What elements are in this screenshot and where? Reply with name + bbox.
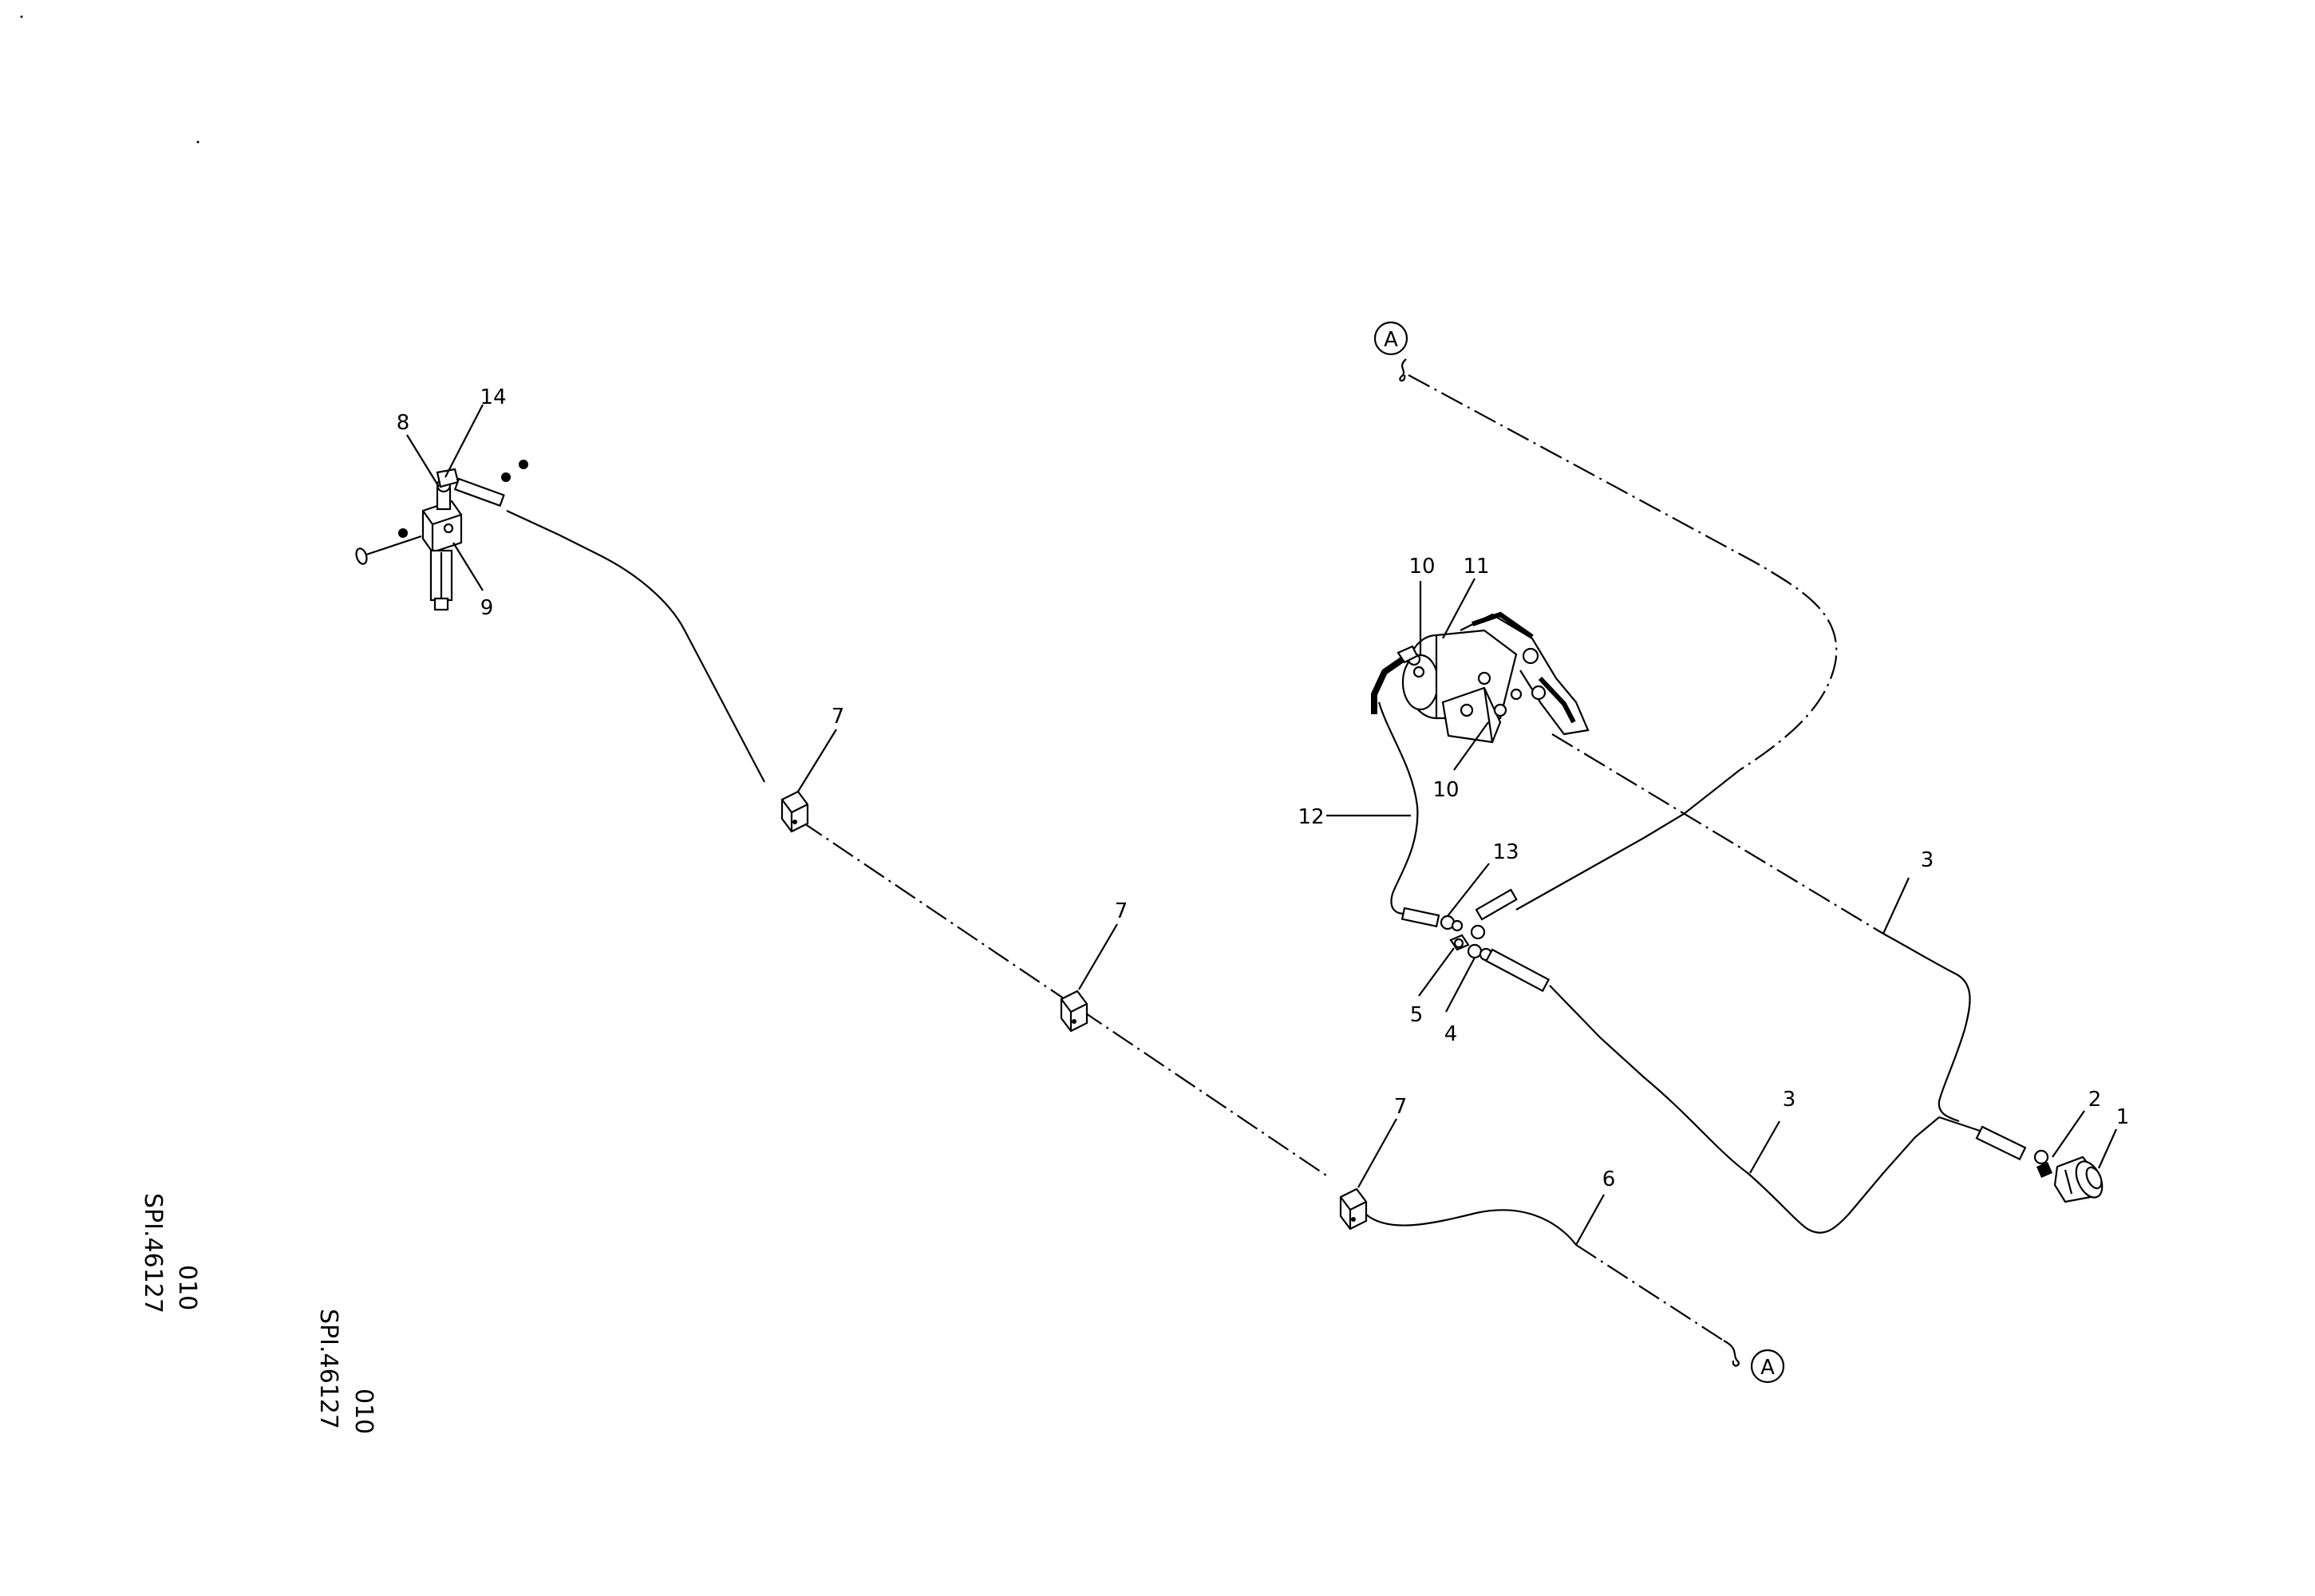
pump-knob: [1531, 685, 1547, 701]
hose-6-segment: [1575, 1244, 1724, 1341]
callout-2: 2: [2088, 1088, 2102, 1112]
bolt-head: [355, 547, 368, 565]
side-ref-b: SPI.46127: [314, 1309, 342, 1429]
leader-14: [444, 404, 484, 478]
stray-dot: [196, 140, 200, 144]
valve-block-assembly: [355, 460, 528, 611]
side-ref-a: SPI.46127: [139, 1193, 167, 1314]
callout-7b: 7: [1115, 899, 1128, 923]
pump-lever: [1460, 613, 1590, 736]
pump-housing-face: [1401, 654, 1440, 711]
leader-8: [406, 434, 440, 488]
leader-13: [1447, 863, 1490, 917]
hose-3-join: [1938, 1116, 1988, 1135]
callout-10b: 10: [1432, 778, 1459, 802]
callout-3b: 3: [1783, 1088, 1796, 1112]
clamp: [1339, 1187, 1368, 1231]
fitting-nut: [1470, 924, 1486, 940]
leader-7c: [1357, 1118, 1397, 1188]
pump-bolt: [1477, 671, 1491, 685]
fitting-5-nut: [1453, 938, 1464, 949]
hose-end: [1475, 888, 1518, 921]
callout-9: 9: [480, 596, 494, 620]
quick-coupling: [2053, 1156, 2104, 1203]
callout-8: 8: [397, 411, 410, 435]
leader-9: [452, 542, 484, 591]
side-code-b: 010: [350, 1389, 377, 1434]
leader-3b: [1749, 1120, 1780, 1174]
leader-1: [2097, 1128, 2118, 1169]
washer: [398, 528, 408, 538]
pump-unit: [1371, 611, 1590, 744]
stray-dot: [20, 15, 23, 18]
connector-hook: [1399, 358, 1407, 382]
pump-bolt: [1510, 688, 1523, 701]
bolt: [361, 535, 422, 558]
pump-bolt: [1493, 703, 1507, 717]
leader-10b: [1453, 721, 1489, 771]
leader-4: [1445, 957, 1476, 1013]
callout-7a: 7: [832, 705, 845, 729]
leader-6: [1575, 1194, 1605, 1246]
connector-circle-top: [1373, 321, 1408, 356]
leader-2: [2052, 1110, 2085, 1158]
callout-3a: 3: [1921, 848, 1934, 872]
hose-3-lower: [1549, 985, 1940, 1234]
washer: [519, 460, 528, 469]
callout-11: 11: [1463, 555, 1489, 579]
leader-5: [1418, 947, 1455, 997]
pump-bolt: [1460, 703, 1474, 717]
connector-label-bottom: A: [1760, 1356, 1775, 1380]
hose-6-segment: [1365, 1209, 1577, 1246]
connector-circle-bottom: [1750, 1349, 1785, 1384]
leader-11: [1442, 578, 1476, 639]
leader-3a: [1882, 877, 1910, 934]
pump-lever: [1472, 611, 1576, 724]
fitting-2: [2036, 1162, 2052, 1178]
pump-housing-body: [1435, 629, 1518, 720]
hose-a-segment: [1515, 769, 1740, 911]
hose-end: [1975, 1125, 2027, 1161]
connector-label-top: A: [1384, 328, 1398, 352]
connector-hook: [1723, 1340, 1740, 1367]
callout-12: 12: [1298, 805, 1324, 829]
hose-end: [1485, 948, 1551, 993]
hose-12: [1377, 701, 1419, 915]
fitting-13-nut: [1451, 919, 1464, 932]
leader-7b: [1078, 923, 1118, 990]
pump-knob: [1522, 647, 1539, 665]
pump-elbow-tube: [1371, 656, 1405, 714]
callout-1: 1: [2116, 1105, 2130, 1129]
callout-14: 14: [480, 385, 506, 409]
callout-10a: 10: [1408, 555, 1435, 579]
hose-3-upper: [1551, 733, 1884, 934]
pump-bracket-edge: [1483, 687, 1494, 743]
fitting-4-nut: [1467, 943, 1483, 959]
callout-7c: 7: [1394, 1095, 1408, 1119]
port: [443, 523, 454, 534]
hose-a-segment: [1408, 374, 1838, 771]
callout-5: 5: [1410, 1003, 1424, 1027]
callout-13: 13: [1492, 840, 1519, 864]
hose-6-segment: [506, 510, 765, 783]
callout-6: 6: [1602, 1167, 1616, 1191]
washer: [501, 472, 511, 482]
fitting-2-nut: [2033, 1149, 2049, 1165]
clamp: [780, 790, 809, 833]
hose-end: [1400, 907, 1440, 928]
hose-3-upper: [1882, 933, 1971, 1123]
callout-4: 4: [1444, 1022, 1458, 1046]
pump-nut: [1412, 666, 1425, 678]
clamp: [1060, 990, 1088, 1033]
side-code-a: 010: [173, 1265, 201, 1310]
filter-end: [433, 597, 449, 611]
leader-7a: [797, 729, 837, 792]
hose-end: [453, 477, 505, 508]
